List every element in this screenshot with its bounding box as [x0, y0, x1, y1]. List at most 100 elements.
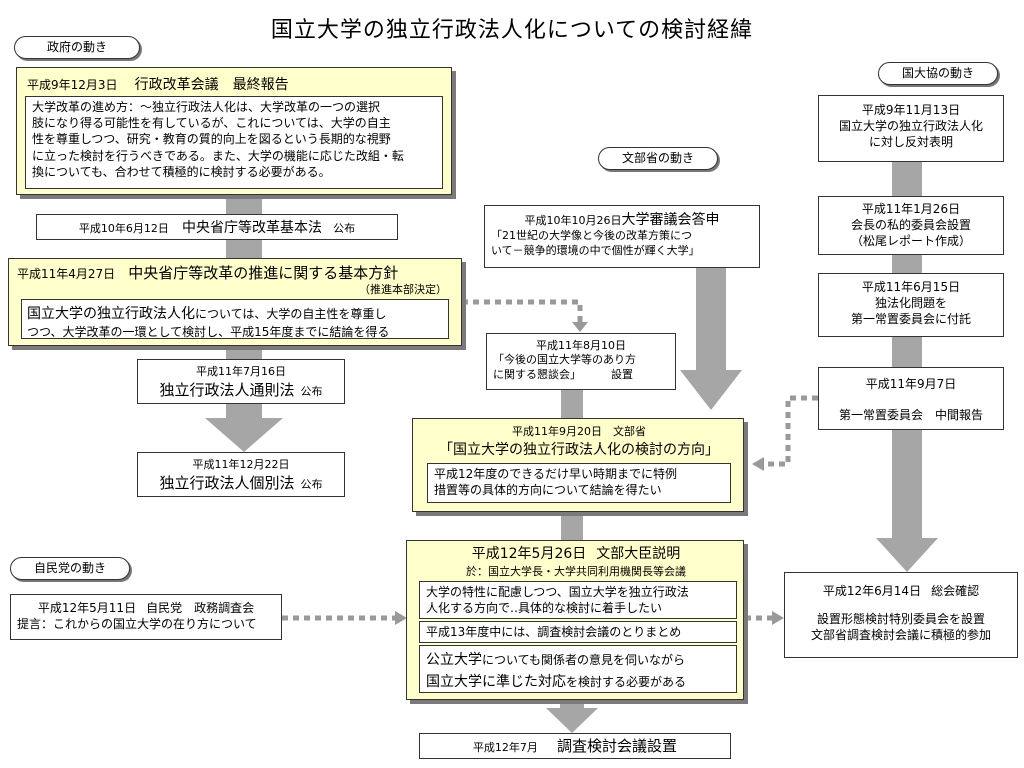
reform-meeting-date: 平成9年12月3日: [27, 78, 118, 92]
general-law-suffix: 公布: [300, 385, 323, 398]
ldp-title: 自民党 政務調査会: [146, 601, 255, 615]
arrowhead-direction: [752, 457, 764, 471]
connector-gov-3: [226, 347, 262, 359]
assoc-oppose-box: 平成9年11月13日 国立大学の独立行政法人化 に対し反対表明: [818, 95, 1004, 162]
policy-body: 国立大学の独立行政法人化については、大学の自主性を尊重し つつ、大学改革の一環と…: [21, 299, 449, 339]
council-title: 大学審議会答申: [621, 212, 720, 228]
minister-title: 文部大臣説明: [596, 546, 681, 562]
assoc-committee-date: 平成11年1月26日: [861, 202, 961, 216]
assoc-referral-box: 平成11年6月15日 独法化問題を 第一常置委員会に付託: [818, 273, 1004, 337]
assoc-referral-line1: 独法化問題を: [874, 296, 947, 311]
general-law-date: 平成11年7月16日: [196, 365, 286, 378]
arrowhead-forum: [572, 322, 588, 332]
policy-body-line2: つつ、大学改革の一環として検討し、平成15年度までに結論を得る: [27, 324, 390, 339]
council-box: 平成10年10月26日大学審議会答申 「21世紀の大学像と今後の改革方策につ い…: [484, 205, 760, 268]
assoc-interim-date: 平成11年9月7日: [865, 377, 957, 391]
direction-line1: 平成12年度のできるだけ早い時期までに特例: [434, 467, 678, 481]
assoc-oppose-line2: に対し反対表明: [868, 135, 953, 150]
arrow-assoc-down: [876, 430, 938, 572]
forum-line1: 「今後の国立大学等のあり方: [493, 353, 636, 366]
reform-meeting-title: 行政改革会議 最終報告: [134, 77, 289, 93]
assoc-committee-box: 平成11年1月26日 会長の私的委員会設置 （松尾レポート作成）: [818, 196, 1004, 255]
policy-box: 平成11年4月27日 中央省庁等改革の推進に関する基本方針 （推進本部決定） 国…: [8, 258, 462, 346]
minister-sub: 於：国立大学長・大学共同利用機関長等会議: [466, 565, 686, 578]
assoc-confirm-box: 平成12年6月14日総会確認 設置形態検討特別委員会を設置 文部省調査検討会議に…: [784, 572, 1018, 658]
assoc-oppose-line1: 国立大学の独立行政法人化: [838, 119, 983, 134]
assoc-interim-box: 平成11年9月7日 第一常置委員会 中間報告: [818, 367, 1004, 430]
committee-title: 調査検討会議設置: [557, 737, 678, 755]
reform-meeting-line: 性を尊重しつつ、研究・教育の質的向上を図るという長期的な視野: [32, 132, 391, 147]
forum-suffix: 設置: [611, 367, 633, 381]
policy-sub: （推進本部決定）: [359, 283, 447, 296]
assoc-confirm-line1: 設置形態検討特別委員会を設置: [816, 612, 985, 627]
committee-date: 平成12年7月: [472, 741, 538, 754]
assoc-referral-date: 平成11年6月15日: [861, 280, 961, 294]
reform-meeting-line: 大学改革の進め方：～独立行政法人化は、大学改革の一つの選択: [32, 100, 381, 114]
policy-body-rest: については、大学の自主性を尊重し: [195, 307, 387, 321]
arrowhead-confirm: [772, 611, 784, 625]
reform-meeting-line: 換についても、合わせて積極的に検討する必要がある。: [32, 164, 331, 179]
direction-title: 「国立大学の独立行政法人化の検討の方向」: [439, 442, 719, 458]
assoc-confirm-date: 平成12年6月14日: [822, 584, 922, 598]
reform-meeting-line: 肢になり得る可能性を有しているが、これについては、大学の自主: [32, 116, 391, 131]
connector-assoc-2: [892, 255, 922, 273]
minister-box3-lead2: 国立大学に準じた対応: [426, 673, 566, 690]
council-line2: いて－競争的環境の中で個性が輝く大学」: [491, 243, 700, 257]
policy-title: 中央省庁等改革の推進に関する基本方針: [128, 264, 399, 282]
minister-box1: 大学の特性に配慮しつつ、国立大学を独立行政法 人化する方向で‥具体的な検討に着手…: [419, 581, 737, 619]
individual-law-title: 独立行政法人個別法: [159, 474, 295, 492]
connector-assoc-3: [892, 337, 922, 367]
ldp-box: 平成12年5月11日自民党 政務調査会 提言：これからの国立大学の在り方について: [10, 594, 282, 640]
ldp-date: 平成12年5月11日: [37, 601, 137, 615]
dotted-policy-to-forum: [462, 299, 583, 322]
assoc-confirm-line2: 文部省調査検討会議に積極的参加: [810, 628, 991, 643]
arrow-gov-down: [205, 404, 283, 452]
direction-line2: 措置等の具体的方向について結論を得たい: [434, 483, 662, 498]
individual-law-suffix: 公布: [300, 478, 323, 491]
forum-line2: に関する懇談会」: [493, 367, 581, 381]
assoc-referral-line2: 第一常置委員会に付託: [850, 312, 971, 327]
minister-date: 平成12年5月26日: [471, 546, 587, 562]
basic-law-suffix: 公布: [333, 222, 356, 235]
arrow-minister-down: [546, 700, 598, 733]
assoc-oppose-date: 平成9年11月13日: [861, 103, 961, 117]
minister-box3-rest1: についても関係者の意見を伺いながら: [482, 653, 686, 667]
assoc-interim-line1: 第一常置委員会 中間報告: [838, 408, 983, 422]
minister-box2: 平成13年度中には、調査検討会議のとりまとめ: [419, 621, 737, 643]
label-ministry: 文部省の動き: [598, 147, 718, 170]
connector-assoc-1: [892, 162, 922, 196]
assoc-committee-line1: 会長の私的委員会設置: [850, 218, 971, 233]
committee-box: 平成12年7月 調査検討会議設置: [419, 733, 731, 759]
general-law-box: 平成11年7月16日 独立行政法人通則法公布: [137, 359, 345, 404]
individual-law-box: 平成11年12月22日 独立行政法人個別法公布: [137, 452, 345, 497]
council-line1: 「21世紀の大学像と今後の改革方策につ: [491, 229, 692, 242]
forum-date: 平成11年8月10日: [536, 339, 626, 352]
label-ldp: 自民党の動き: [10, 557, 130, 580]
policy-date: 平成11年4月27日: [17, 267, 116, 281]
minister-box1-line1: 大学の特性に配慮しつつ、国立大学を独立行政法: [426, 585, 689, 599]
ldp-line2: 提言：これからの国立大学の在り方について: [17, 617, 257, 632]
reform-meeting-box: 平成9年12月3日 行政改革会議 最終報告 大学改革の進め方：～独立行政法人化は…: [16, 67, 452, 195]
minister-box: 平成12年5月26日文部大臣説明 於：国立大学長・大学共同利用機関長等会議 大学…: [406, 540, 744, 700]
minister-box3: 公立大学についても関係者の意見を伺いながら 国立大学に準じた対応を検討する必要が…: [419, 645, 737, 693]
connector-direction-minister: [561, 512, 583, 540]
label-association: 国大協の動き: [878, 62, 998, 85]
assoc-confirm-title: 総会確認: [931, 584, 980, 598]
connector-gov-2: [226, 240, 262, 258]
direction-box: 平成11年9月20日 文部省 「国立大学の独立行政法人化の検討の方向」 平成12…: [412, 418, 744, 512]
council-date: 平成10年10月26日: [524, 214, 622, 227]
basic-law-box: 平成10年6月12日 中央省庁等改革基本法 公布: [36, 214, 398, 240]
arrowhead-ldp: [395, 611, 407, 625]
connector-forum-direction: [561, 390, 583, 418]
dotted-interim-to-direction: [764, 395, 818, 467]
minister-box3-rest2: を検討する必要がある: [566, 674, 687, 689]
page-title: 国立大学の独立行政法人化についての検討経緯: [270, 18, 754, 43]
reform-meeting-line: に立った検討を行うべきである。また、大学の機能に応じた改組・転: [32, 148, 404, 163]
direction-body: 平成12年度のできるだけ早い時期までに特例 措置等の具体的方向について結論を得た…: [427, 463, 731, 503]
arrow-council-down: [680, 268, 742, 410]
basic-law-title: 中央省庁等改革基本法: [182, 220, 322, 236]
policy-body-lead: 国立大学の独立行政法人化: [27, 306, 195, 322]
general-law-title: 独立行政法人通則法: [159, 381, 295, 399]
label-government: 政府の動き: [14, 36, 140, 59]
